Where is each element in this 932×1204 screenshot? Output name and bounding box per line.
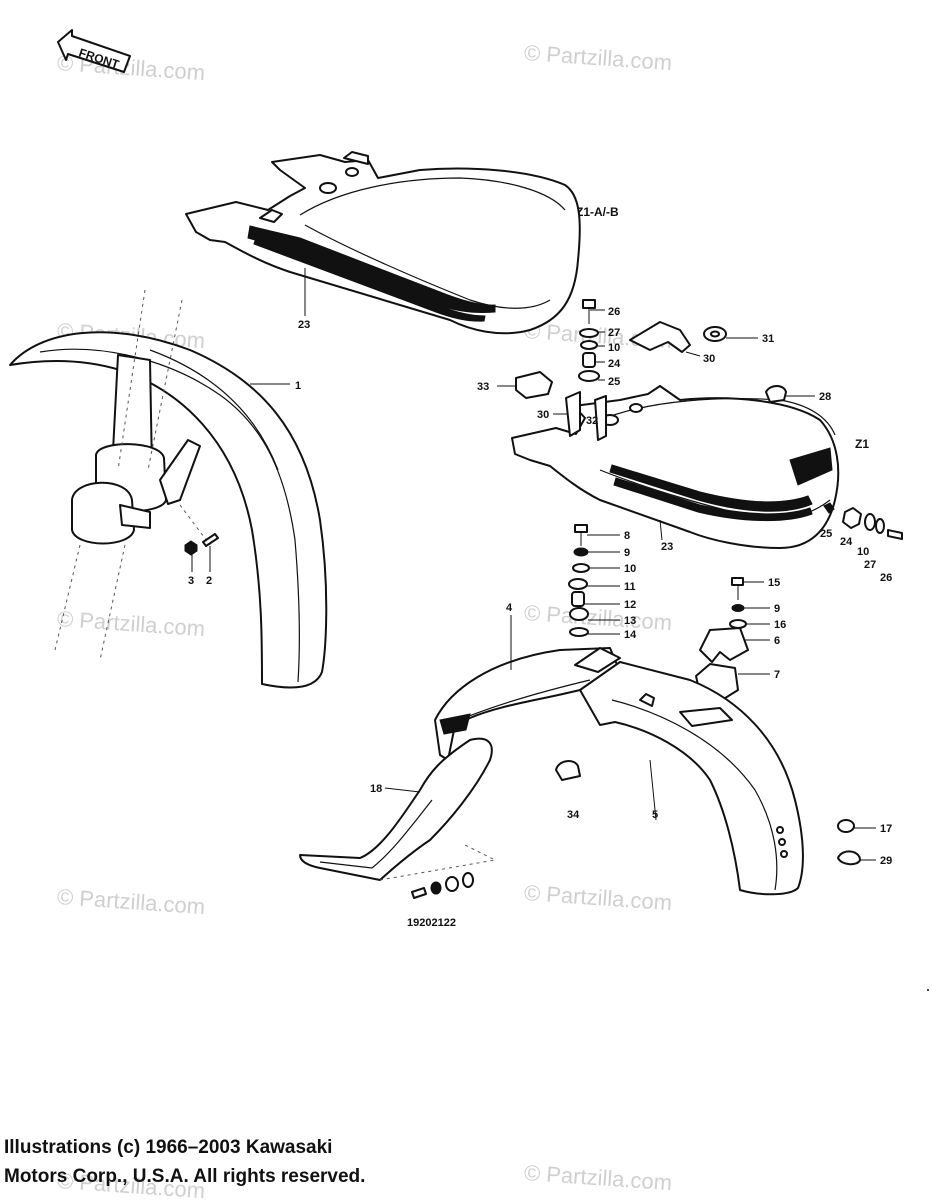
callout-25-top: 25 bbox=[608, 376, 620, 388]
callout-15: 15 bbox=[768, 577, 780, 589]
seat-z1-ab bbox=[185, 151, 581, 335]
callout-27-right: 27 bbox=[864, 559, 876, 571]
copyright-notice: Illustrations (c) 1966–2003 Kawasaki Mot… bbox=[4, 1133, 484, 1191]
callout-26-right: 26 bbox=[880, 572, 892, 584]
callout-31: 31 bbox=[762, 333, 774, 345]
callout-32: 32 bbox=[586, 415, 598, 427]
copyright-line-1: Illustrations (c) 1966–2003 Kawasaki bbox=[4, 1137, 333, 1158]
callout-5: 5 bbox=[652, 809, 658, 821]
callout-10-right: 10 bbox=[857, 546, 869, 558]
callout-17: 17 bbox=[880, 823, 892, 835]
callout-7: 7 bbox=[774, 669, 780, 681]
front-arrow-icon: FRONT bbox=[57, 29, 131, 73]
callout-11: 11 bbox=[624, 581, 636, 593]
callout-25-right: 25 bbox=[820, 528, 832, 540]
callout-30-top: 30 bbox=[703, 353, 715, 365]
callout-13: 13 bbox=[624, 615, 636, 627]
callout-12: 12 bbox=[624, 599, 636, 611]
callout-26-top: 26 bbox=[608, 306, 620, 318]
callout-34: 34 bbox=[567, 809, 580, 821]
variant-label-z1-ab: Z1-A/-B bbox=[576, 205, 619, 219]
callout-14: 14 bbox=[624, 629, 637, 641]
callout-19-20-21-22: 19202122 bbox=[407, 917, 456, 929]
callout-24-top: 24 bbox=[608, 358, 621, 370]
variant-label-z1: Z1 bbox=[855, 437, 869, 451]
callout-2: 2 bbox=[206, 575, 212, 587]
front-fender bbox=[9, 289, 328, 689]
callout-6: 6 bbox=[774, 635, 780, 647]
callout-10-top: 10 bbox=[608, 342, 620, 354]
rear-fender-rear bbox=[555, 661, 861, 896]
callout-33: 33 bbox=[477, 381, 489, 393]
callout-4: 4 bbox=[506, 602, 513, 614]
rear-fender-front bbox=[434, 647, 621, 761]
callout-23-top: 23 bbox=[298, 319, 310, 331]
callout-9-right: 9 bbox=[774, 603, 780, 615]
callout-23-mid: 23 bbox=[661, 541, 673, 553]
seat-z1 bbox=[511, 299, 903, 549]
callout-8: 8 bbox=[624, 530, 630, 542]
callout-24-right: 24 bbox=[840, 536, 853, 548]
callout-28: 28 bbox=[819, 391, 831, 403]
copyright-line-2: Motors Corp., U.S.A. All rights reserved… bbox=[4, 1166, 366, 1187]
callout-30-mid: 30 bbox=[537, 409, 549, 421]
stray-dot bbox=[927, 989, 929, 991]
grab-bar bbox=[299, 737, 497, 899]
leader-lines bbox=[191, 268, 876, 861]
callout-16: 16 bbox=[774, 619, 786, 631]
callout-18: 18 bbox=[370, 783, 382, 795]
callout-1: 1 bbox=[295, 380, 301, 392]
callout-3: 3 bbox=[188, 575, 194, 587]
callout-9-left: 9 bbox=[624, 547, 630, 559]
callout-10-left: 10 bbox=[624, 563, 636, 575]
callout-27-top: 27 bbox=[608, 327, 620, 339]
callout-numbers: 1 2 3 23 26 27 10 24 25 30 31 33 28 30 3… bbox=[188, 306, 892, 929]
callout-29: 29 bbox=[880, 855, 892, 867]
